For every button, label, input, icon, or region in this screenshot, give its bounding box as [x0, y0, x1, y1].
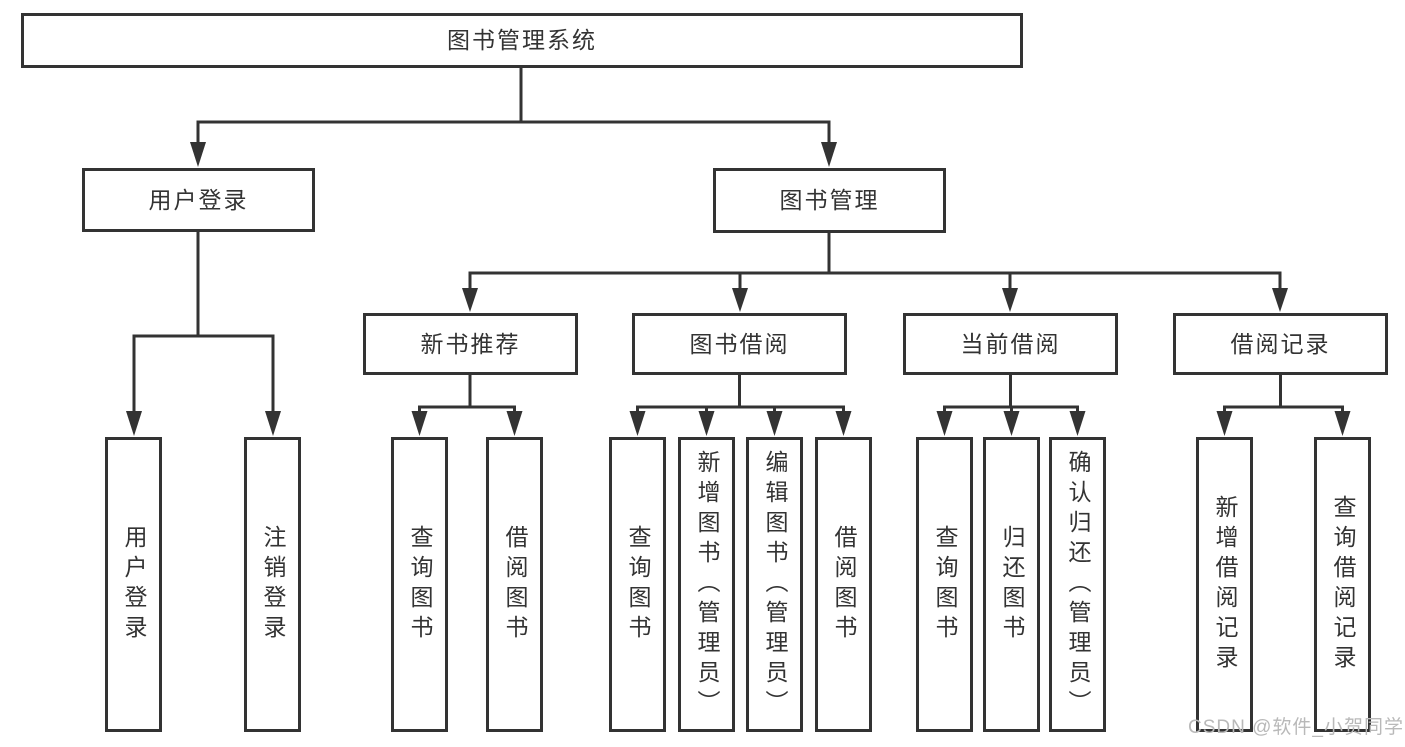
node-current-borrowing-label: 当前借阅: [960, 330, 1061, 357]
leaf-borrow-books: 借阅图书: [815, 437, 872, 732]
leaf-confirm-return-admin: 确认归还（管理员）: [1049, 437, 1106, 732]
leaf-current-query-books-label: 查询图书: [932, 524, 958, 645]
node-new-book-recommendation-label: 新书推荐: [420, 330, 521, 357]
node-book-management: 图书管理: [713, 168, 946, 233]
node-book-borrowing: 图书借阅: [632, 313, 847, 375]
connector-lines: [132, 68, 1344, 414]
node-root-system-label: 图书管理系统: [447, 27, 597, 53]
leaf-add-borrow-record: 新增借阅记录: [1196, 437, 1253, 732]
leaf-add-borrow-record-label: 新增借阅记录: [1212, 494, 1238, 675]
node-book-management-label: 图书管理: [779, 187, 880, 213]
node-user-login: 用户登录: [82, 168, 315, 232]
leaf-add-books-admin-label: 新增图书（管理员）: [694, 449, 720, 720]
node-user-login-label: 用户登录: [148, 186, 249, 213]
leaf-recommend-query-books: 查询图书: [391, 437, 448, 732]
leaf-logout: 注销登录: [244, 437, 301, 732]
leaf-return-books: 归还图书: [983, 437, 1040, 732]
leaf-return-books-label: 归还图书: [999, 524, 1025, 645]
node-root-system: 图书管理系统: [21, 13, 1023, 68]
leaf-recommend-query-books-label: 查询图书: [407, 524, 433, 645]
node-new-book-recommendation: 新书推荐: [363, 313, 578, 375]
leaf-logout-label: 注销登录: [260, 524, 286, 645]
leaf-borrow-query-books-label: 查询图书: [625, 524, 651, 645]
leaf-borrow-query-books: 查询图书: [609, 437, 666, 732]
leaf-edit-books-admin: 编辑图书（管理员）: [746, 437, 803, 732]
node-current-borrowing: 当前借阅: [903, 313, 1118, 375]
csdn-watermark: CSDN @软件_小贺同学: [1188, 717, 1404, 738]
connector-arrowheads: [126, 142, 1351, 436]
leaf-user-login-label: 用户登录: [121, 524, 147, 645]
leaf-confirm-return-admin-label: 确认归还（管理员）: [1065, 449, 1091, 720]
leaf-borrow-books-label: 借阅图书: [831, 524, 857, 645]
node-book-borrowing-label: 图书借阅: [689, 330, 790, 357]
leaf-recommend-borrow-books: 借阅图书: [486, 437, 543, 732]
node-borrowing-records: 借阅记录: [1173, 313, 1388, 375]
leaf-user-login: 用户登录: [105, 437, 162, 732]
leaf-edit-books-admin-label: 编辑图书（管理员）: [762, 449, 788, 720]
node-borrowing-records-label: 借阅记录: [1230, 330, 1331, 357]
leaf-query-borrow-record: 查询借阅记录: [1314, 437, 1371, 732]
leaf-current-query-books: 查询图书: [916, 437, 973, 732]
leaf-add-books-admin: 新增图书（管理员）: [678, 437, 735, 732]
leaf-query-borrow-record-label: 查询借阅记录: [1330, 494, 1356, 675]
leaf-recommend-borrow-books-label: 借阅图书: [502, 524, 528, 645]
